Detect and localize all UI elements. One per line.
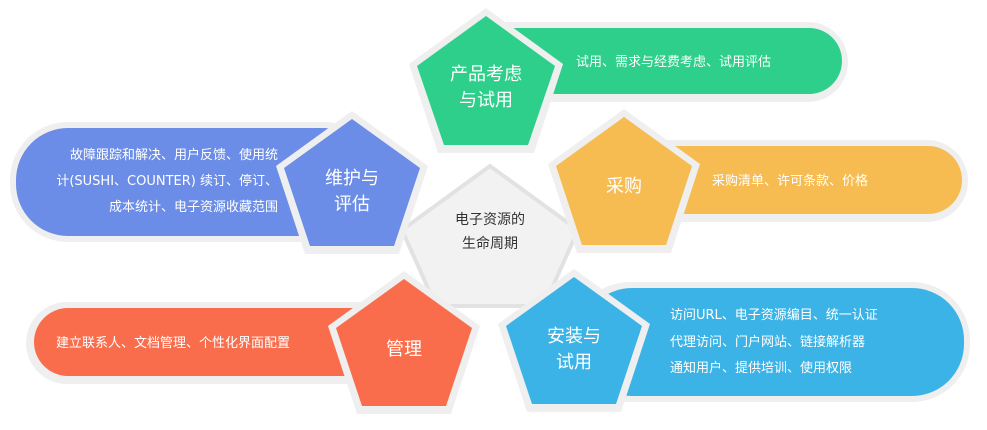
stage-product-trial: 试用、需求与经费考虑、试用评估 产品考虑 与试用 bbox=[409, 8, 848, 153]
stage-purchase: 采购清单、许可条款、价格 采购 bbox=[548, 109, 968, 253]
product-title-line1: 产品考虑 bbox=[450, 64, 522, 85]
maintain-desc-line2: 计(SUSHI、COUNTER) 续订、停订、 bbox=[56, 173, 278, 189]
manage-desc-line1: 建立联系人、文档管理、个性化界面配置 bbox=[56, 336, 290, 351]
maintain-pentagon bbox=[284, 119, 420, 246]
product-desc-line1: 试用、需求与经费考虑、试用评估 bbox=[576, 55, 771, 70]
install-desc-line3: 通知用户、提供培训、使用权限 bbox=[670, 360, 852, 376]
center-title-line2: 生命周期 bbox=[462, 235, 518, 252]
purchase-pentagon bbox=[556, 117, 692, 245]
install-desc-line1: 访问URL、电子资源编目、统一认证 bbox=[670, 308, 878, 323]
product-pentagon bbox=[417, 16, 555, 145]
stage-maintain-evaluate: 故障跟踪和解决、用户反馈、使用统 计(SUSHI、COUNTER) 续订、停订、… bbox=[10, 111, 428, 254]
install-title-line2: 试用 bbox=[556, 352, 592, 373]
manage-title-line1: 管理 bbox=[386, 339, 422, 360]
install-title-line1: 安装与 bbox=[547, 326, 601, 347]
manage-desc-pill bbox=[34, 308, 400, 376]
product-title-line2: 与试用 bbox=[459, 90, 513, 111]
install-pentagon bbox=[506, 277, 642, 404]
center-title-line1: 电子资源的 bbox=[455, 212, 525, 228]
maintain-desc-line1: 故障跟踪和解决、用户反馈、使用统 bbox=[70, 147, 278, 163]
center-hub: 电子资源的 生命周期 bbox=[399, 163, 581, 308]
maintain-title-line1: 维护与 bbox=[325, 168, 379, 189]
stage-manage: 建立联系人、文档管理、个性化界面配置 管理 bbox=[26, 271, 480, 414]
manage-pentagon bbox=[336, 279, 472, 406]
install-desc-line2: 代理访问、门户网站、链接解析器 bbox=[670, 334, 865, 350]
maintain-title-line2: 评估 bbox=[334, 194, 370, 215]
purchase-desc-pill bbox=[620, 146, 962, 214]
maintain-desc-pill bbox=[16, 128, 376, 236]
product-desc-pill bbox=[474, 28, 842, 94]
install-desc-pill bbox=[580, 288, 964, 396]
purchase-title-line1: 采购 bbox=[606, 176, 642, 197]
purchase-desc-line1: 采购清单、许可条款、价格 bbox=[712, 173, 868, 189]
center-pentagon bbox=[399, 163, 581, 308]
maintain-desc-line3: 成本统计、电子资源收藏范围 bbox=[109, 200, 278, 215]
stage-install-trial: 访问URL、电子资源编目、统一认证 代理访问、门户网站、链接解析器 通知用户、提… bbox=[498, 269, 970, 412]
